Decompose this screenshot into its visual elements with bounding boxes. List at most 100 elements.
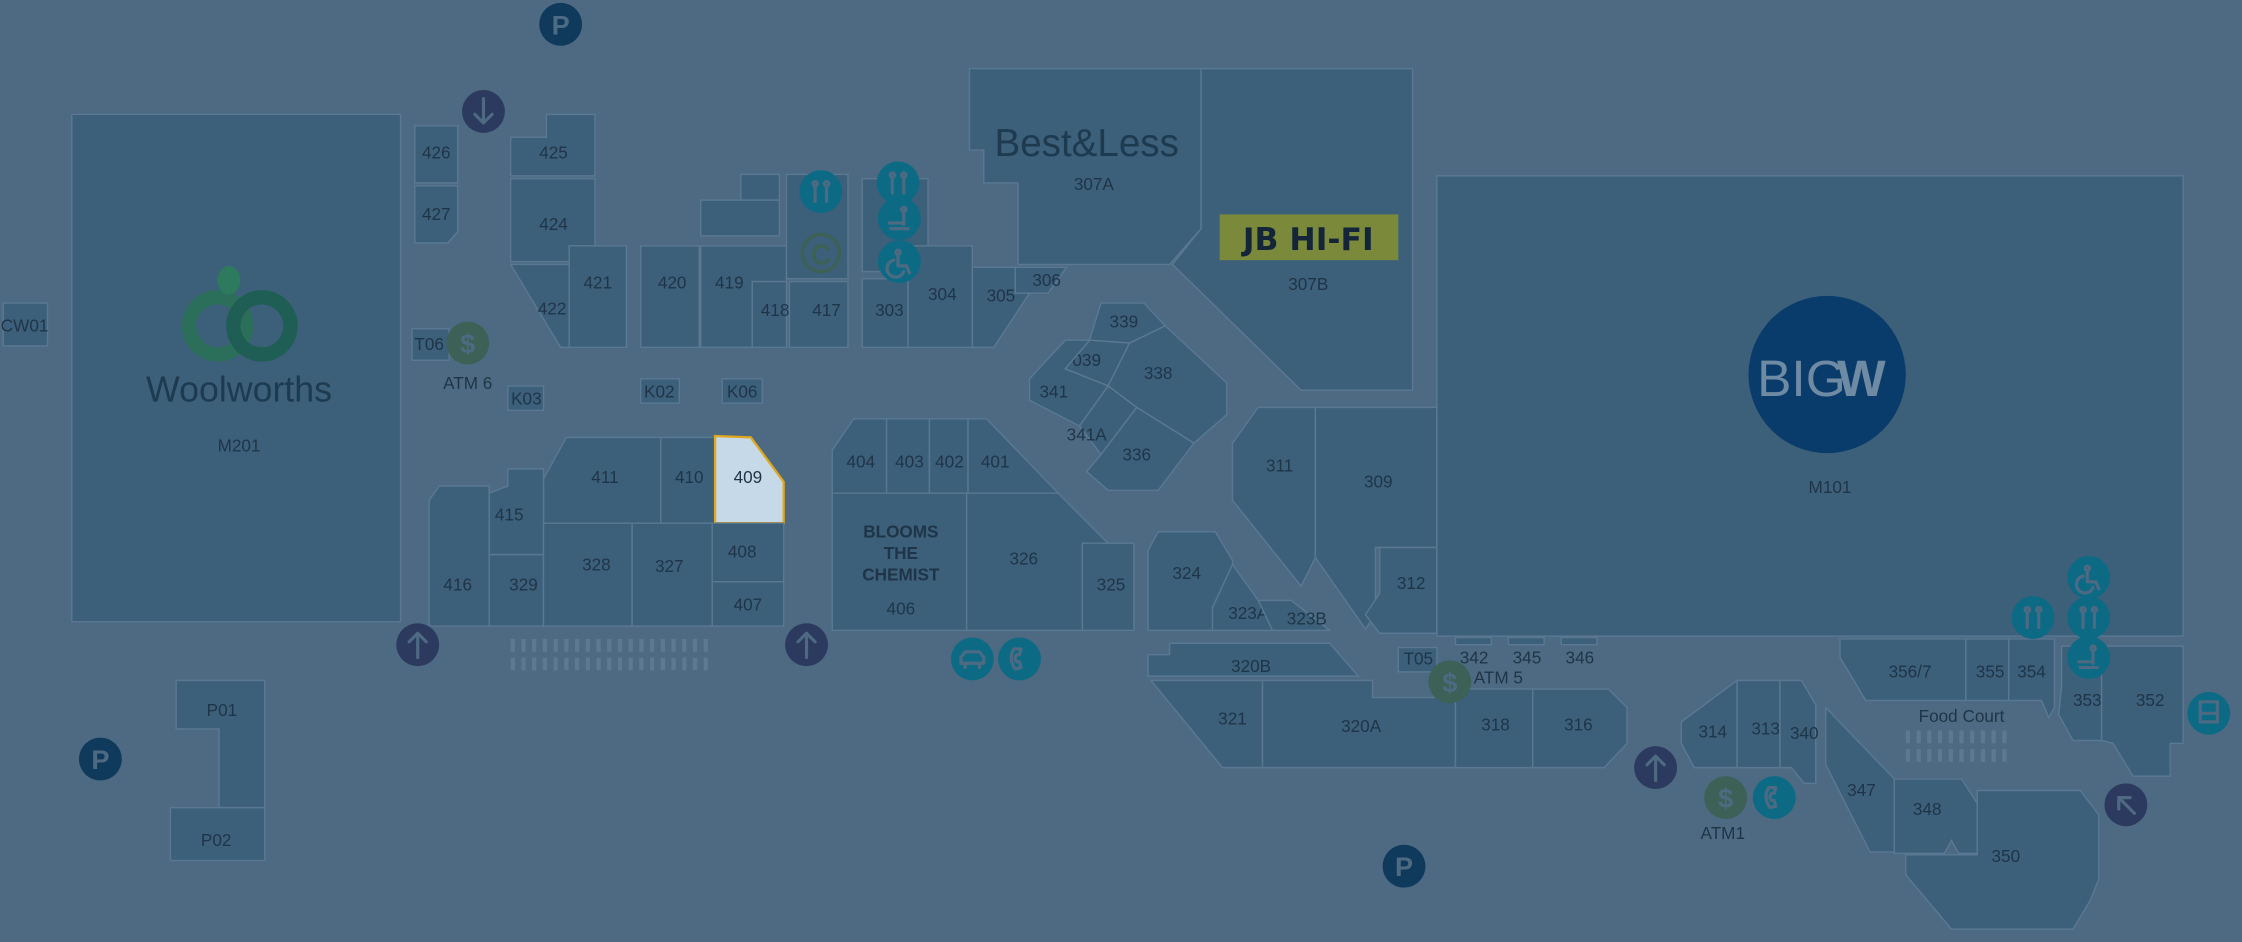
shop-328[interactable]: 328: [542, 522, 633, 627]
shop-356-7[interactable]: 356/7: [1839, 638, 1967, 702]
svg-text:T05: T05: [1404, 649, 1434, 669]
shop-306[interactable]: 306: [1014, 266, 1069, 294]
svg-text:305: 305: [987, 286, 1016, 306]
shop-403[interactable]: 403: [885, 418, 931, 494]
shop-346[interactable]: 346: [1566, 647, 1595, 667]
shop-352[interactable]: 352: [2100, 645, 2184, 777]
shop-409[interactable]: 409: [713, 434, 785, 525]
bus-icon[interactable]: [2187, 691, 2231, 735]
seat: [671, 657, 676, 671]
shop-316[interactable]: 316: [1531, 688, 1628, 769]
svg-text:$: $: [1442, 667, 1457, 698]
toilets-icon[interactable]: [799, 170, 843, 213]
shop-350[interactable]: 350: [1905, 789, 2100, 930]
shop-329[interactable]: 329: [488, 553, 545, 627]
shop-408[interactable]: 408: [700, 522, 785, 583]
seat: [510, 638, 515, 652]
shop-354[interactable]: 354: [2007, 638, 2056, 720]
shop-307B[interactable]: JB HI-FI 307B: [1171, 67, 1414, 391]
escalator-down-icon[interactable]: [462, 90, 505, 133]
shop-425[interactable]: 425: [509, 113, 596, 177]
shop-404[interactable]: 404: [831, 418, 888, 494]
accessible-toilet-icon[interactable]: [2067, 556, 2111, 599]
seat: [1959, 730, 1964, 744]
phone-icon[interactable]: [1752, 776, 1796, 820]
parking-icon[interactable]: P: [1382, 844, 1426, 888]
phone-icon[interactable]: [998, 637, 1041, 681]
shop-T05[interactable]: T05: [1397, 646, 1438, 673]
shop-418[interactable]: 418: [751, 280, 789, 349]
shop-313[interactable]: 313: [1736, 679, 1781, 769]
kiosk-K03[interactable]: K03: [507, 385, 545, 411]
shop-402[interactable]: 402: [928, 418, 969, 494]
shop-340[interactable]: 340: [1779, 679, 1819, 785]
exit-arrow-icon[interactable]: [2104, 783, 2148, 827]
atm-icon[interactable]: $: [446, 321, 490, 365]
seat: [521, 657, 526, 671]
shop-421[interactable]: 421: [568, 245, 628, 349]
parking-icon[interactable]: P: [539, 2, 583, 46]
toilets-icon[interactable]: [2011, 596, 2055, 639]
shop-345[interactable]: 345: [1513, 647, 1542, 667]
shop-417[interactable]: 417: [788, 280, 849, 349]
shop-318[interactable]: 318: [1454, 688, 1534, 769]
shop-407[interactable]: 407: [711, 581, 785, 627]
kiosk-T06[interactable]: T06: [411, 328, 450, 361]
shop-341[interactable]: 341: [1028, 339, 1110, 427]
kiosk-K02[interactable]: K02: [639, 378, 681, 404]
shop-P02[interactable]: P02: [169, 806, 266, 862]
shop-338[interactable]: 338: [1107, 325, 1228, 445]
seat: [532, 657, 537, 671]
svg-text:311: 311: [1266, 456, 1293, 476]
seat: [617, 657, 623, 671]
svg-text:341A: 341A: [1067, 424, 1108, 444]
atm-icon[interactable]: $: [1428, 660, 1472, 704]
shop-427[interactable]: 427: [414, 185, 459, 244]
taxi-icon[interactable]: [950, 637, 994, 681]
escalator-up-icon[interactable]: [785, 623, 828, 667]
shop-419[interactable]: 419: [700, 245, 788, 349]
shop-410[interactable]: 410: [660, 436, 716, 524]
accessible-toilet-icon[interactable]: [877, 240, 921, 284]
toilets-icon[interactable]: [876, 161, 920, 205]
kiosk-K06[interactable]: K06: [721, 378, 763, 404]
shop-406[interactable]: BLOOMS THE CHEMIST 406: [831, 492, 968, 632]
seat: [542, 638, 548, 652]
shop-307A[interactable]: Best&Less 307A: [968, 67, 1202, 266]
shop-324[interactable]: 324: [1147, 531, 1234, 632]
shop-325[interactable]: 325: [1081, 542, 1135, 632]
svg-text:338: 338: [1144, 363, 1173, 383]
shop-416[interactable]: 416: [428, 485, 490, 627]
shop-411[interactable]: 411: [542, 436, 662, 524]
shop-320B[interactable]: 320B: [1147, 642, 1360, 677]
shop-M201[interactable]: Woolworths M201: [71, 113, 402, 623]
toilets-icon[interactable]: [2067, 596, 2111, 639]
seat: [660, 657, 666, 671]
baby-change-icon[interactable]: [877, 197, 921, 241]
shop-424[interactable]: 424: [509, 177, 596, 263]
seat: [703, 657, 708, 671]
shop-303[interactable]: 303: [861, 278, 909, 349]
svg-text:$: $: [460, 328, 475, 359]
escalator-up-icon[interactable]: [1634, 746, 1678, 790]
shop-CW01[interactable]: CW01: [1, 302, 49, 347]
shop-420[interactable]: 420: [639, 245, 701, 349]
shop-348[interactable]: 348: [1893, 778, 1978, 855]
shop-323A[interactable]: 323A: [1211, 563, 1274, 632]
shop-323B[interactable]: 323B: [1257, 599, 1332, 632]
baby-change-icon[interactable]: [2067, 636, 2111, 679]
shop-347[interactable]: 347: [1824, 705, 1896, 853]
shop-327[interactable]: 327: [631, 522, 713, 627]
shop-422[interactable]: 422: [509, 263, 570, 349]
customer-service-icon[interactable]: C: [800, 232, 842, 274]
shop-M101[interactable]: BIG W M101: [1436, 175, 2184, 637]
shop-342[interactable]: 342: [1460, 647, 1489, 667]
escalator-up-icon[interactable]: [396, 623, 440, 667]
kiosk-342-marker: [1454, 636, 1492, 646]
parking-icon[interactable]: P: [78, 737, 122, 781]
shop-355[interactable]: 355: [1965, 638, 2010, 702]
shop-336[interactable]: 336: [1085, 406, 1195, 492]
atm-icon[interactable]: $: [1704, 776, 1748, 820]
shop-426[interactable]: 426: [414, 125, 459, 184]
